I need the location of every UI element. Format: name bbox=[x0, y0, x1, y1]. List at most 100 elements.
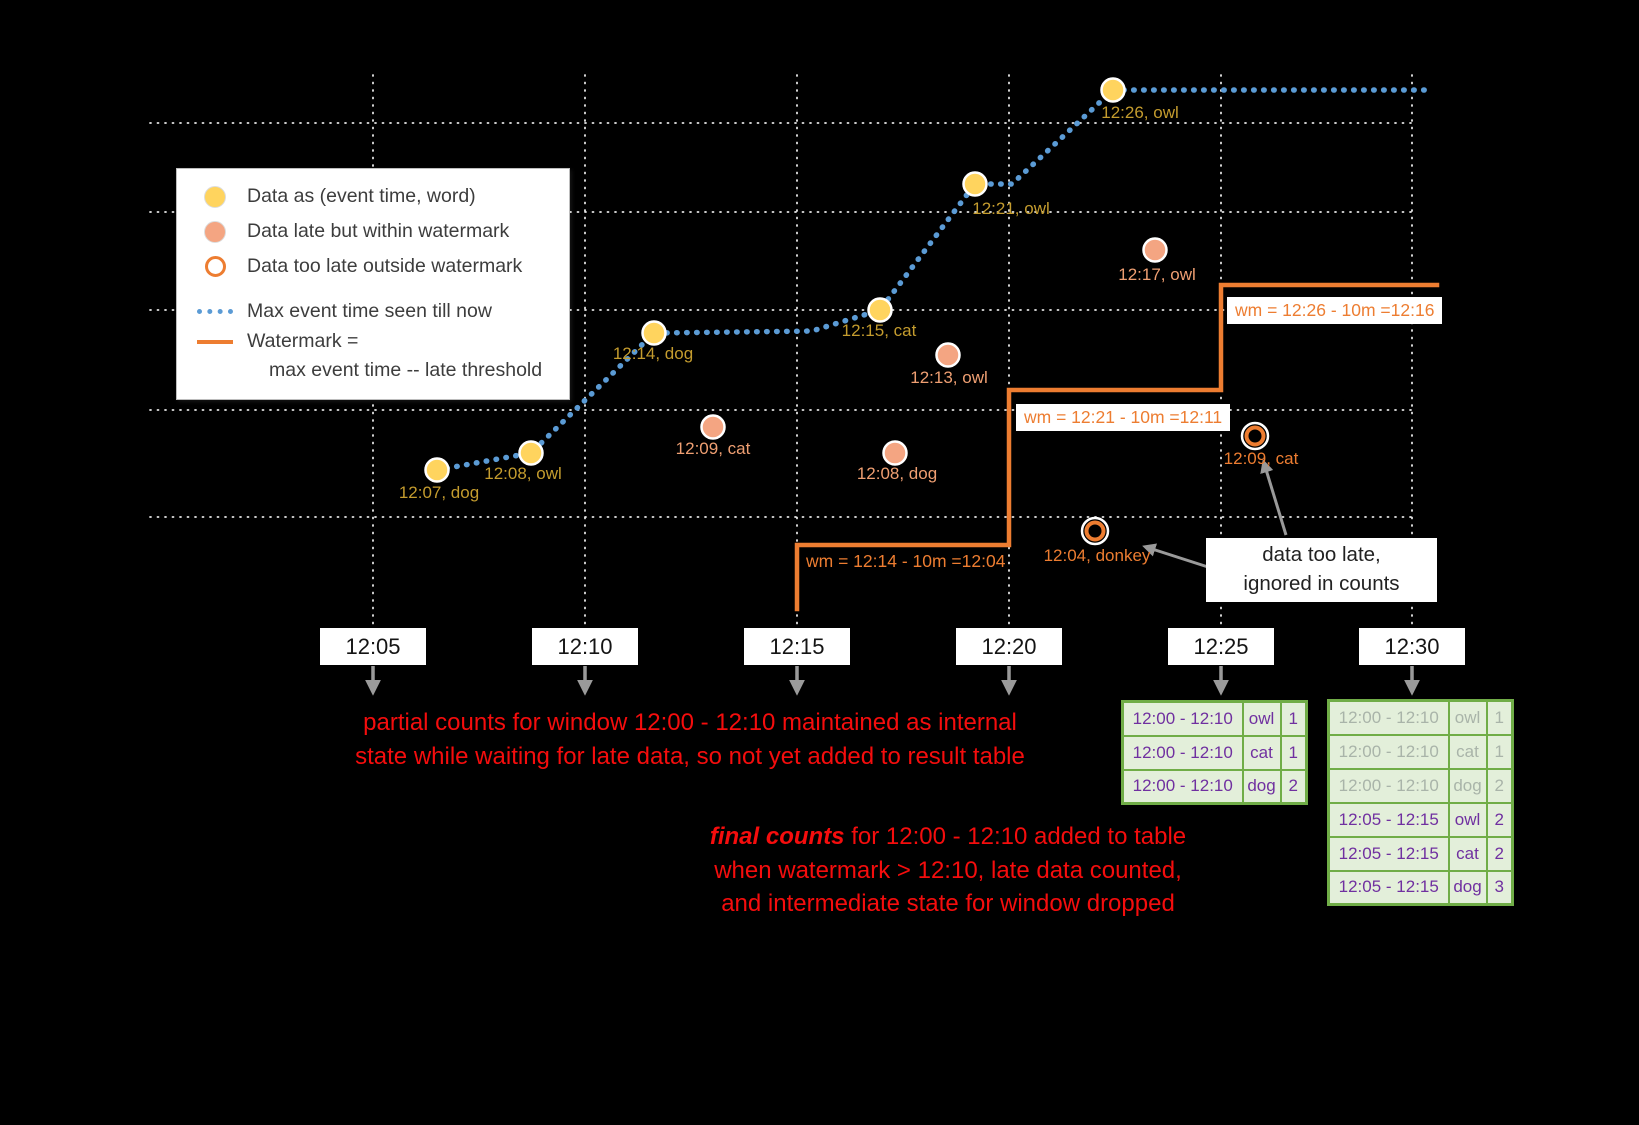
callout-line-1: data too late, bbox=[1262, 543, 1381, 566]
cell-window: 12:05 - 12:15 bbox=[1327, 801, 1450, 838]
note-partial-counts: partial counts for window 12:00 - 12:10 … bbox=[310, 706, 1070, 773]
cell-window: 12:05 - 12:15 bbox=[1327, 835, 1450, 872]
data-point-late bbox=[935, 342, 961, 368]
cell-window: 12:00 - 12:10 bbox=[1327, 699, 1450, 736]
point-label: 12:26, owl bbox=[1101, 103, 1179, 122]
legend-label-too-late: Data too late outside watermark bbox=[247, 255, 523, 277]
note-final-line-1: final counts for 12:00 - 12:10 added to … bbox=[698, 820, 1198, 854]
cell-word: dog bbox=[1447, 869, 1488, 906]
axis-tick-12-05: 12:05 bbox=[320, 628, 426, 665]
tick-arrows bbox=[365, 666, 1420, 696]
too-late-circle-icon bbox=[204, 256, 226, 277]
point-label: 12:21, owl bbox=[972, 199, 1050, 218]
point-label: 12:09, cat bbox=[1223, 449, 1299, 468]
solid-line-icon bbox=[197, 339, 233, 344]
legend-label-watermark-2: max event time -- late threshold bbox=[269, 359, 543, 381]
data-point-on-time bbox=[1100, 77, 1126, 103]
watermark-annotation-3: wm = 12:26 - 10m =12:16 bbox=[1227, 297, 1443, 324]
cell-window: 12:00 - 12:10 bbox=[1121, 768, 1244, 805]
watermark-annotation-2: wm = 12:21 - 10m =12:11 bbox=[1016, 404, 1231, 431]
axis-tick-12-10: 12:10 bbox=[532, 628, 638, 665]
legend-label-late: Data late but within watermark bbox=[247, 220, 510, 242]
result-table-1225: 12:00 - 12:10 owl 1 12:00 - 12:10 cat 1 … bbox=[1121, 700, 1308, 805]
callout-line-2: ignored in counts bbox=[1243, 572, 1400, 595]
max-event-time-line bbox=[434, 87, 1431, 473]
late-points bbox=[700, 237, 1168, 466]
table-row: 12:00 - 12:10 dog 2 bbox=[1327, 767, 1514, 804]
legend-row-max-event: Max event time seen till now bbox=[197, 296, 569, 327]
cell-count: 3 bbox=[1485, 869, 1514, 906]
data-point-too-late bbox=[1084, 520, 1106, 542]
legend: Data as (event time, word) Data late but… bbox=[176, 168, 570, 400]
too-late-callout: data too late, ignored in counts bbox=[1206, 538, 1437, 602]
data-point-on-time bbox=[867, 297, 893, 323]
callout-arrow-to-donkey-icon bbox=[1142, 543, 1209, 569]
note-final-line-2: when watermark > 12:10, late data counte… bbox=[714, 856, 1182, 884]
data-point-on-time bbox=[641, 320, 667, 346]
on-time-dot-icon bbox=[204, 185, 226, 208]
callout-arrows bbox=[1142, 459, 1288, 569]
watermark-annotation-1: wm = 12:14 - 10m =12:04 bbox=[806, 551, 1006, 571]
cell-word: owl bbox=[1241, 700, 1282, 737]
point-label: 12:08, dog bbox=[856, 464, 938, 483]
legend-label-on-time: Data as (event time, word) bbox=[247, 185, 476, 207]
cell-count: 1 bbox=[1485, 733, 1514, 770]
point-label: 12:09, cat bbox=[675, 439, 751, 458]
legend-row-late: Data late but within watermark bbox=[197, 214, 569, 249]
table-row: 12:00 - 12:10 owl 1 bbox=[1121, 700, 1308, 737]
cell-count: 2 bbox=[1279, 768, 1308, 805]
axis-tick-12-15: 12:15 bbox=[744, 628, 850, 665]
legend-row-too-late: Data too late outside watermark bbox=[197, 249, 569, 284]
watermark-line bbox=[794, 282, 1440, 612]
data-point-too-late bbox=[1244, 425, 1266, 447]
table-row: 12:00 - 12:10 owl 1 bbox=[1327, 699, 1514, 736]
legend-marker bbox=[197, 185, 233, 208]
table-row: 12:05 - 12:15 dog 3 bbox=[1327, 869, 1514, 906]
table-row: 12:00 - 12:10 cat 1 bbox=[1327, 733, 1514, 770]
note-partial-line-2: state while waiting for late data, so no… bbox=[355, 742, 1025, 770]
cell-window: 12:00 - 12:10 bbox=[1327, 767, 1450, 804]
data-point-on-time bbox=[518, 440, 544, 466]
legend-marker bbox=[197, 220, 233, 243]
cell-window: 12:00 - 12:10 bbox=[1121, 734, 1244, 771]
legend-row-watermark: Watermark = bbox=[197, 327, 569, 356]
legend-row-on-time: Data as (event time, word) bbox=[197, 179, 569, 214]
legend-marker bbox=[197, 309, 233, 314]
cell-word: dog bbox=[1241, 768, 1282, 805]
data-point-late bbox=[882, 440, 908, 466]
data-point-on-time bbox=[962, 171, 988, 197]
legend-row-watermark-cont: max event time -- late threshold bbox=[197, 356, 569, 385]
table-row: 12:00 - 12:10 dog 2 bbox=[1121, 768, 1308, 805]
too-late-points bbox=[1080, 421, 1270, 546]
axis-tick-12-30: 12:30 bbox=[1359, 628, 1465, 665]
cell-count: 2 bbox=[1485, 835, 1514, 872]
dotted-line-icon bbox=[197, 309, 233, 314]
legend-marker bbox=[197, 339, 233, 344]
callout-arrow-to-cat-icon bbox=[1260, 459, 1288, 536]
cell-count: 2 bbox=[1485, 801, 1514, 838]
legend-label-watermark-1: Watermark = bbox=[247, 330, 359, 352]
data-point-late bbox=[700, 414, 726, 440]
note-final-counts: final counts for 12:00 - 12:10 added to … bbox=[698, 820, 1198, 921]
cell-word: owl bbox=[1447, 699, 1488, 736]
cell-window: 12:00 - 12:10 bbox=[1327, 733, 1450, 770]
note-partial-line-1: partial counts for window 12:00 - 12:10 … bbox=[363, 709, 1017, 736]
data-point-too-late bbox=[1240, 421, 1270, 451]
data-point-late bbox=[1142, 237, 1168, 263]
point-label: 12:13, owl bbox=[910, 368, 988, 387]
data-point-on-time bbox=[424, 457, 450, 483]
note-final-line-1-rest: for 12:00 - 12:10 added to table bbox=[844, 823, 1187, 850]
cell-word: cat bbox=[1241, 734, 1282, 771]
cell-count: 2 bbox=[1485, 767, 1514, 804]
cell-word: cat bbox=[1447, 835, 1488, 872]
note-final-emphasis: final counts bbox=[709, 823, 845, 850]
table-row: 12:05 - 12:15 owl 2 bbox=[1327, 801, 1514, 838]
cell-word: dog bbox=[1447, 767, 1488, 804]
note-final-line-3: and intermediate state for window droppe… bbox=[721, 890, 1175, 917]
point-label: 12:04, donkey bbox=[1043, 546, 1151, 565]
legend-marker bbox=[197, 256, 233, 277]
point-label: 12:15, cat bbox=[841, 321, 917, 340]
cell-count: 1 bbox=[1279, 700, 1308, 737]
cell-window: 12:00 - 12:10 bbox=[1121, 700, 1244, 737]
